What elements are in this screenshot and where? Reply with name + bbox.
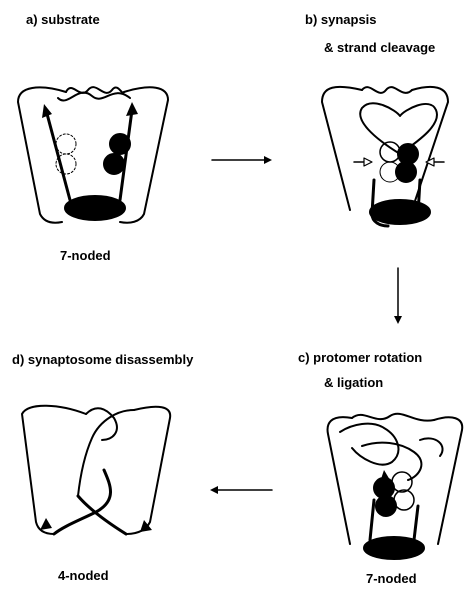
panel-b-filled-protomer-2 (396, 162, 416, 182)
panel-d-crossing-b (78, 410, 134, 496)
panel-a-open-protomer-1 (56, 134, 76, 154)
panel-a-accessory-protein (65, 196, 125, 220)
panel-b-subtitle: & strand cleavage (324, 40, 435, 55)
panel-a-title: a) substrate (26, 12, 100, 27)
panel-a-crossing-strand-2 (58, 93, 130, 101)
panel-c-open-protomer-2 (394, 490, 414, 510)
panel-c-filled-protomer-2 (376, 496, 396, 516)
arrow-b-to-c (394, 268, 402, 324)
panel-a-crossing-strand (66, 87, 124, 93)
panel-a-filled-protomer-1 (110, 134, 130, 154)
arrow-a-to-b (212, 156, 272, 164)
panel-b-accessory-protein (370, 200, 430, 224)
panel-c-title: c) protomer rotation (298, 350, 422, 365)
panel-c-subtitle: & ligation (324, 375, 383, 390)
panel-d-node-label: 4-noded (58, 568, 109, 583)
panel-b-title: b) synapsis (305, 12, 377, 27)
panel-c-node-label: 7-noded (366, 571, 417, 586)
panel-b-crossing-strand (362, 87, 412, 93)
panel-c-open-protomer-1 (392, 472, 412, 492)
panel-c-crossing-strands (352, 414, 434, 421)
panel-c-accessory-protein (364, 537, 424, 559)
panel-c-arrowhead (380, 470, 390, 482)
panel-d-arrowhead-left (40, 518, 52, 530)
arrow-c-to-d (210, 486, 272, 494)
panel-a-right-strand (120, 110, 132, 200)
panel-a-knot (18, 87, 168, 223)
panel-c-knot (328, 414, 463, 559)
panel-a-arrowhead-left (42, 104, 52, 118)
panel-d-lower-strand-b (78, 496, 126, 534)
panel-b-cleavage-arrowhead-left (364, 158, 372, 166)
panel-c-inner-loop-3 (420, 438, 443, 456)
panel-b-filled-protomer-1 (398, 144, 418, 164)
panel-d-title: d) synaptosome disassembly (12, 352, 193, 367)
panel-b-knot (322, 87, 448, 226)
panel-a-node-label: 7-noded (60, 248, 111, 263)
panel-a-arrowhead-right (126, 102, 138, 116)
panel-a-left-strand (46, 110, 70, 200)
panel-d-knot (22, 406, 170, 534)
panel-a-filled-protomer-2 (104, 154, 124, 174)
